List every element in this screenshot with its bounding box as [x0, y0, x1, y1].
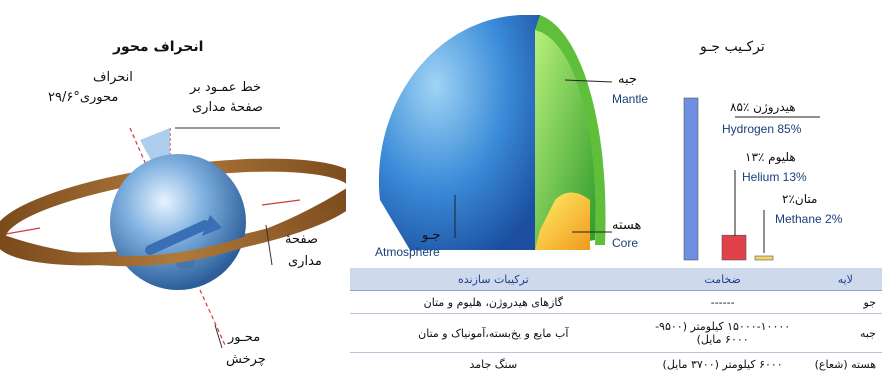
rotation-axis-bottom: [200, 290, 225, 345]
table-row: جبه ۱۵۰۰۰-۱۰۰۰۰ کیلومتر (۹۵۰۰- ۶۰۰۰ مایل…: [350, 314, 882, 353]
cell-thickness: ۶۰۰۰ کیلومتر (۳۷۰۰ مایل): [637, 353, 809, 373]
header-composition: ترکیبات سازنده: [350, 268, 637, 291]
rotation-axis-label-line2: چرخش: [226, 352, 266, 367]
cell-layer: جو: [809, 291, 882, 314]
tilt-label-line2: محوری°۲۹/۶: [48, 90, 118, 105]
bar-helium: [722, 235, 746, 260]
orbital-plane-label-line1: صفحهٔ: [285, 232, 318, 247]
methane-label-en: Methane 2%: [775, 212, 842, 227]
atmosphere-layer: [379, 15, 540, 250]
orbital-plane-line-right: [262, 200, 300, 205]
cell-composition: آب مایع و یخ‌بسته،آمونیاک و متان: [350, 314, 637, 353]
rotation-axis-label-line1: محـور: [228, 330, 260, 345]
uranus-planet: [110, 154, 246, 290]
table-row: جو ------ گازهای هیدروژن، هلیوم و متان: [350, 291, 882, 314]
helium-label-fa: هلیوم ٪۱۳: [745, 150, 796, 165]
hydrogen-label-en: Hydrogen 85%: [722, 122, 801, 137]
cell-composition: گازهای هیدروژن، هلیوم و متان: [350, 291, 637, 314]
header-thickness: ضخامت: [637, 268, 809, 291]
perpendicular-label-line1: خط عمـود بر: [190, 80, 261, 95]
cell-layer: جبه: [809, 314, 882, 353]
helium-label-en: Helium 13%: [742, 170, 807, 185]
layers-table: لایه ضخامت ترکیبات سازنده جو ------ گازه…: [350, 268, 882, 373]
orbital-plane-label-line2: مداری: [288, 254, 322, 269]
bar-methane: [755, 256, 773, 260]
cell-composition: سنگ جامد: [350, 353, 637, 373]
uranus-tilt-illustration: [0, 0, 346, 373]
cell-layer: هسته (شعاع): [809, 353, 882, 373]
mantle-label-fa: جبه: [618, 72, 637, 87]
table-header-row: لایه ضخامت ترکیبات سازنده: [350, 268, 882, 291]
hydrogen-label-fa: هیدروژن ٪۸۵: [730, 100, 796, 115]
tilt-label-line1: انحراف: [93, 70, 133, 85]
cell-thickness: ------: [637, 291, 809, 314]
table-row: هسته (شعاع) ۶۰۰۰ کیلومتر (۳۷۰۰ مایل) سنگ…: [350, 353, 882, 373]
core-label-fa: هسته: [612, 218, 641, 233]
methane-label-fa: متان٪۲: [782, 192, 817, 207]
mantle-label-en: Mantle: [612, 92, 648, 107]
composition-title: ترکـیب جـو: [700, 40, 765, 55]
atmosphere-label-fa: جـو: [422, 228, 441, 243]
core-label-en: Core: [612, 236, 638, 251]
structure-panel: ترکـیب جـو جبه Mantle هسته Core جـو Atmo…: [350, 0, 882, 373]
perpendicular-label-line2: صفحهٔ مداری: [192, 100, 263, 115]
cell-thickness: ۱۵۰۰۰-۱۰۰۰۰ کیلومتر (۹۵۰۰- ۶۰۰۰ مایل): [637, 314, 809, 353]
header-layer: لایه: [809, 268, 882, 291]
atmosphere-label-en: Atmosphere: [375, 245, 440, 260]
bar-hydrogen: [684, 98, 698, 260]
axial-tilt-diagram: انحراف محور انحراف محوری°۲۹/۶ خط عمـود ب…: [0, 0, 346, 373]
tilt-title: انحراف محور: [113, 40, 203, 55]
